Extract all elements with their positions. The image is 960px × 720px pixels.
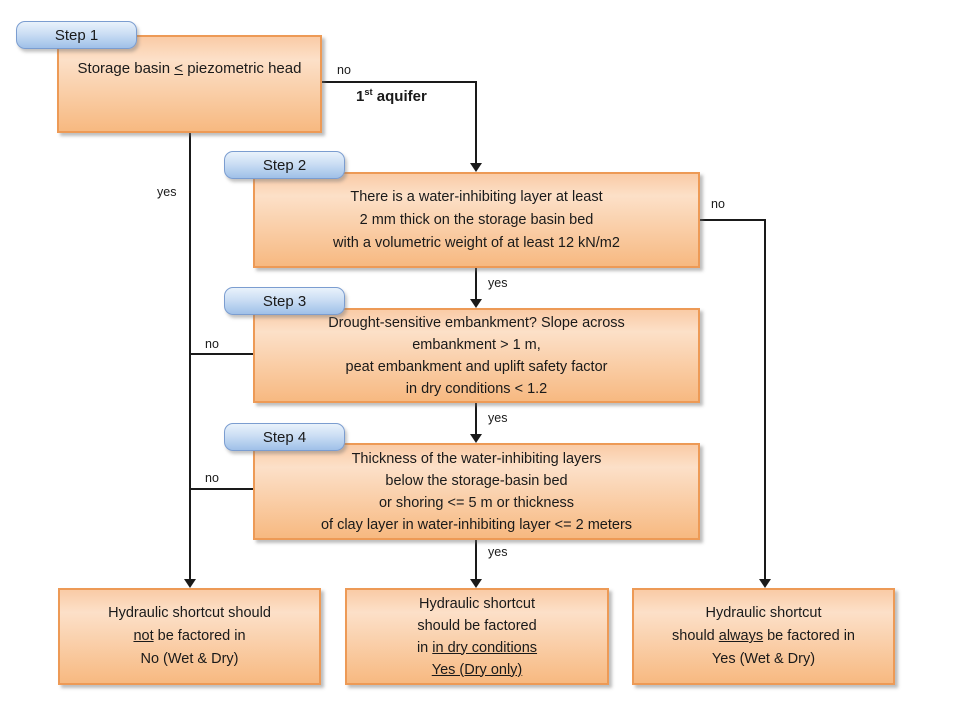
step4-text-line: or shoring <= 5 m or thickness bbox=[378, 494, 575, 511]
step2-text-line: with a volumetric weight of at least 12 … bbox=[333, 234, 620, 251]
connector-step4-no-horizontal bbox=[189, 488, 253, 490]
step2-text-line: 2 mm thick on the storage basin bed bbox=[359, 211, 594, 228]
connector-step3-yes bbox=[475, 403, 477, 436]
step4-badge: Step 4 bbox=[224, 423, 345, 451]
outcome-left-line: No (Wet & Dry) bbox=[140, 651, 239, 667]
connector-step3-no-horizontal bbox=[189, 353, 253, 355]
step2-text-line: There is a water-inhibiting layer at lea… bbox=[350, 188, 603, 205]
edge-label-step3-yes: yes bbox=[488, 411, 508, 425]
step3-badge: Step 3 bbox=[224, 287, 345, 315]
connector-step1-yes-vertical bbox=[189, 133, 191, 579]
step4-text-line: below the storage-basin bed bbox=[385, 472, 568, 489]
step3-text-line: Drought-sensitive embankment? Slope acro… bbox=[328, 314, 625, 331]
connector-step1-no-horizontal bbox=[322, 81, 477, 83]
arrowhead-into-outcome-left bbox=[184, 579, 196, 588]
edge-label-step1-no: no bbox=[337, 63, 351, 77]
arrowhead-into-step2 bbox=[470, 163, 482, 172]
connector-step2-yes bbox=[475, 268, 477, 301]
edge-label-first-aquifer: 1st aquifer bbox=[356, 87, 427, 105]
outcome-box-right: Hydraulic shortcut should always be fact… bbox=[632, 588, 895, 685]
connector-step2-no-horizontal bbox=[700, 219, 766, 221]
step1-text: Storage basin < piezometric head bbox=[77, 60, 302, 77]
outcome-box-middle: Hydraulic shortcut should be factored in… bbox=[345, 588, 609, 685]
step3-text-line: peat embankment and uplift safety factor bbox=[345, 358, 608, 375]
outcome-right-line: Yes (Wet & Dry) bbox=[711, 651, 816, 667]
step3-text-line: embankment > 1 m, bbox=[412, 336, 541, 353]
step4-box: Thickness of the water-inhibiting layers… bbox=[253, 443, 700, 540]
arrowhead-into-step4 bbox=[470, 434, 482, 443]
outcome-middle-line: Yes (Dry only) bbox=[431, 661, 523, 678]
step3-badge-label: Step 3 bbox=[262, 292, 307, 310]
outcome-middle-line: Hydraulic shortcut bbox=[418, 595, 536, 612]
edge-label-step2-yes: yes bbox=[488, 276, 508, 290]
outcome-middle-line: in in dry conditions bbox=[416, 639, 538, 656]
edge-label-step3-no: no bbox=[205, 337, 219, 351]
outcome-left-line: Hydraulic shortcut should bbox=[108, 605, 271, 621]
arrowhead-into-step3 bbox=[470, 299, 482, 308]
connector-step1-no-vertical bbox=[475, 81, 477, 164]
step4-badge-label: Step 4 bbox=[262, 428, 307, 446]
step1-badge-label: Step 1 bbox=[54, 26, 99, 44]
step2-box: There is a water-inhibiting layer at lea… bbox=[253, 172, 700, 268]
step4-text-line: of clay layer in water-inhibiting layer … bbox=[320, 516, 633, 533]
connector-step4-yes bbox=[475, 540, 477, 581]
step2-badge: Step 2 bbox=[224, 151, 345, 179]
step2-badge-label: Step 2 bbox=[262, 156, 307, 174]
outcome-right-line: should always be factored in bbox=[672, 628, 855, 644]
edge-label-step2-no: no bbox=[711, 197, 725, 211]
outcome-left-line: not be factored in bbox=[133, 628, 246, 644]
step4-text-line: Thickness of the water-inhibiting layers bbox=[351, 450, 602, 467]
edge-label-step4-no: no bbox=[205, 471, 219, 485]
edge-label-step4-yes: yes bbox=[488, 545, 508, 559]
step1-box: Storage basin < piezometric head bbox=[57, 35, 322, 133]
edge-label-step1-yes: yes bbox=[157, 185, 177, 199]
outcome-right-line: Hydraulic shortcut bbox=[705, 605, 822, 621]
outcome-middle-line: should be factored bbox=[417, 617, 537, 634]
outcome-box-left: Hydraulic shortcut should not be factore… bbox=[58, 588, 321, 685]
step1-badge: Step 1 bbox=[16, 21, 137, 49]
step3-text-line: in dry conditions < 1.2 bbox=[405, 380, 548, 397]
arrowhead-into-outcome-middle bbox=[470, 579, 482, 588]
connector-step2-no-vertical bbox=[764, 219, 766, 579]
arrowhead-into-outcome-right bbox=[759, 579, 771, 588]
step3-box: Drought-sensitive embankment? Slope acro… bbox=[253, 308, 700, 403]
